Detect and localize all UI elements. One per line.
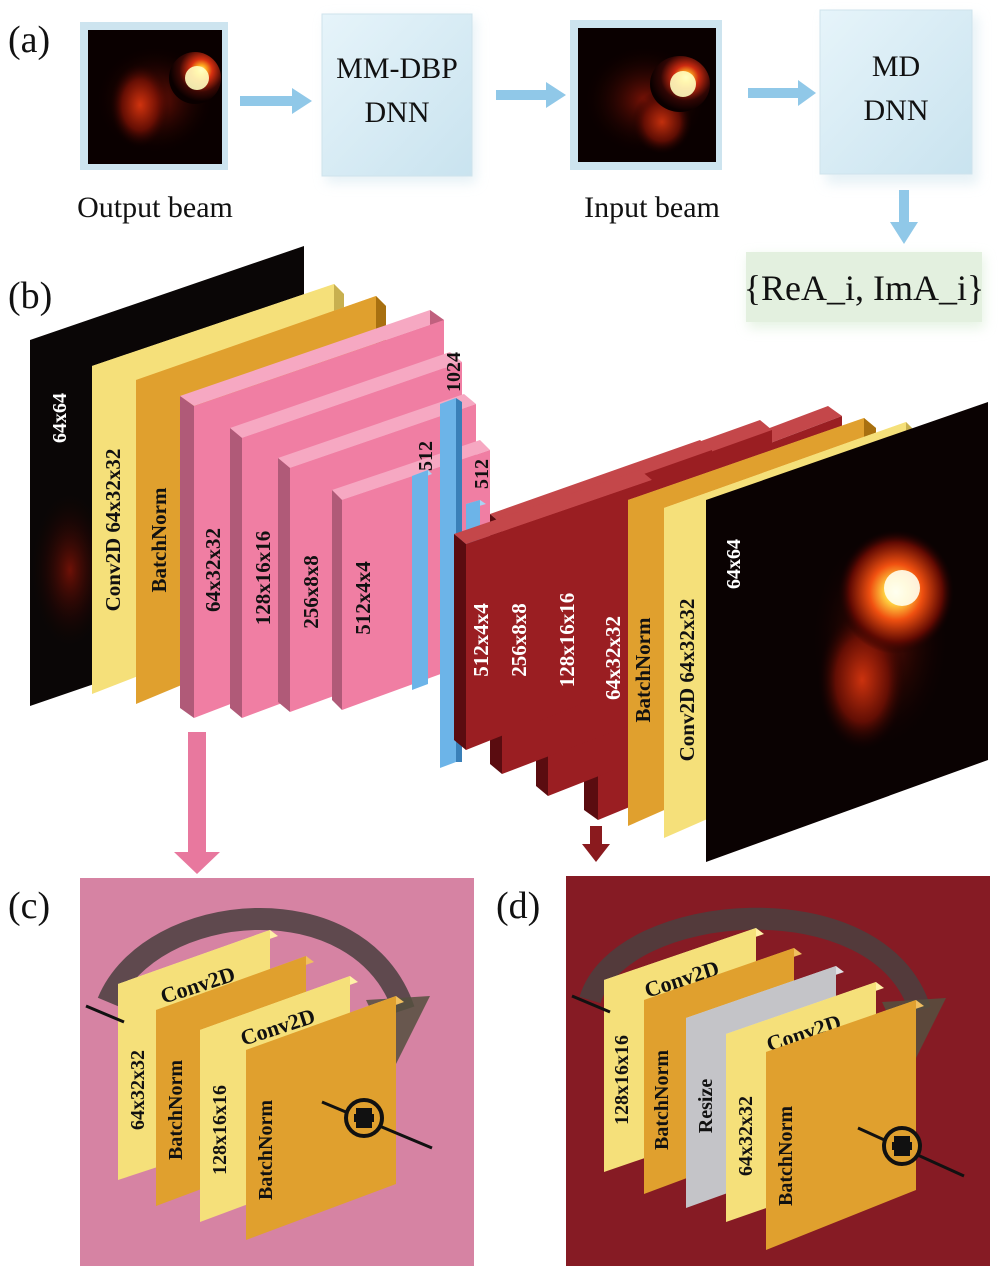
c-skip-line-left: [85, 1004, 125, 1024]
arrow-a4: [890, 190, 918, 244]
d-bn2-layer: [766, 1000, 924, 1250]
dec-label-1: 512x4x4: [469, 603, 493, 677]
input-size-label: 64x64: [49, 393, 71, 443]
skip-arrow-c: [97, 908, 415, 1014]
bn-in-label: BatchNorm: [147, 487, 171, 592]
mm-dbp-label: MM-DBP: [336, 52, 458, 85]
panel-d-label: (d): [496, 885, 540, 927]
c-bn2-label: BatchNorm: [255, 1100, 277, 1200]
d-skip-line-left: [571, 994, 611, 1014]
panel-a-label: (a): [8, 19, 50, 61]
decoder-block-1: [454, 470, 652, 750]
bottleneck-label-1: 512: [415, 441, 437, 471]
dec-label-3: 128x16x16: [555, 593, 579, 688]
mm-dbp-dnn-label: DNN: [365, 96, 430, 129]
bottleneck-label-3: 512: [471, 459, 493, 489]
conv-out-label: Conv2D 64x32x32: [675, 599, 699, 762]
arrow-a3: [748, 80, 816, 106]
c-add-icon: [344, 1098, 384, 1138]
input-beam-image: [570, 20, 722, 170]
mm-dbp-dnn-box: MM-DBP DNN: [321, 13, 476, 183]
skip-arrow-d: [579, 907, 931, 1014]
d-size1-label: 128x16x16: [611, 1035, 633, 1125]
result-box: {ReA_i, ImA_i}: [744, 252, 985, 328]
panel-b-label: (b): [8, 275, 52, 317]
enc-label-4: 512x4x4: [351, 561, 375, 635]
input-beam-label: Input beam: [584, 191, 720, 224]
d-bn2-label: BatchNorm: [775, 1106, 797, 1206]
c-size1-label: 64x32x32: [127, 1050, 149, 1130]
d-bn1-label: BatchNorm: [651, 1050, 673, 1150]
arrow-a2: [496, 82, 566, 108]
md-label: MD: [872, 50, 920, 83]
c-size2-label: 128x16x16: [209, 1085, 231, 1175]
c-bn2-layer: [246, 996, 404, 1240]
dec-label-4: 64x32x32: [601, 616, 625, 700]
enc-label-2: 128x16x16: [251, 531, 275, 626]
panel-c-label: (c): [8, 885, 50, 927]
md-dnn-label: DNN: [864, 94, 929, 127]
output-size-label: 64x64: [723, 539, 745, 589]
bottleneck-label-2: 1024: [443, 352, 465, 392]
md-dnn-box: MD DNN: [819, 9, 978, 184]
output-beam-image: [80, 22, 228, 170]
d-add-icon: [882, 1126, 922, 1166]
arrow-a1: [240, 88, 312, 114]
output-image-sheet: [706, 402, 988, 862]
conv-in-label: Conv2D 64x32x32: [101, 449, 125, 612]
arrow-to-c: [174, 732, 220, 874]
c-bn1-label: BatchNorm: [165, 1060, 187, 1160]
d-size2-label: 64x32x32: [735, 1096, 757, 1176]
dec-label-2: 256x8x8: [507, 603, 531, 677]
output-beam-label: Output beam: [77, 191, 233, 224]
d-resize-label: Resize: [695, 1079, 717, 1134]
result-label: {ReA_i, ImA_i}: [744, 268, 985, 308]
bottleneck-bar-1: [412, 470, 432, 690]
bn-out-label: BatchNorm: [631, 617, 655, 722]
enc-label-3: 256x8x8: [299, 555, 323, 629]
enc-label-1: 64x32x32: [201, 528, 225, 612]
arrow-to-d: [582, 826, 610, 862]
